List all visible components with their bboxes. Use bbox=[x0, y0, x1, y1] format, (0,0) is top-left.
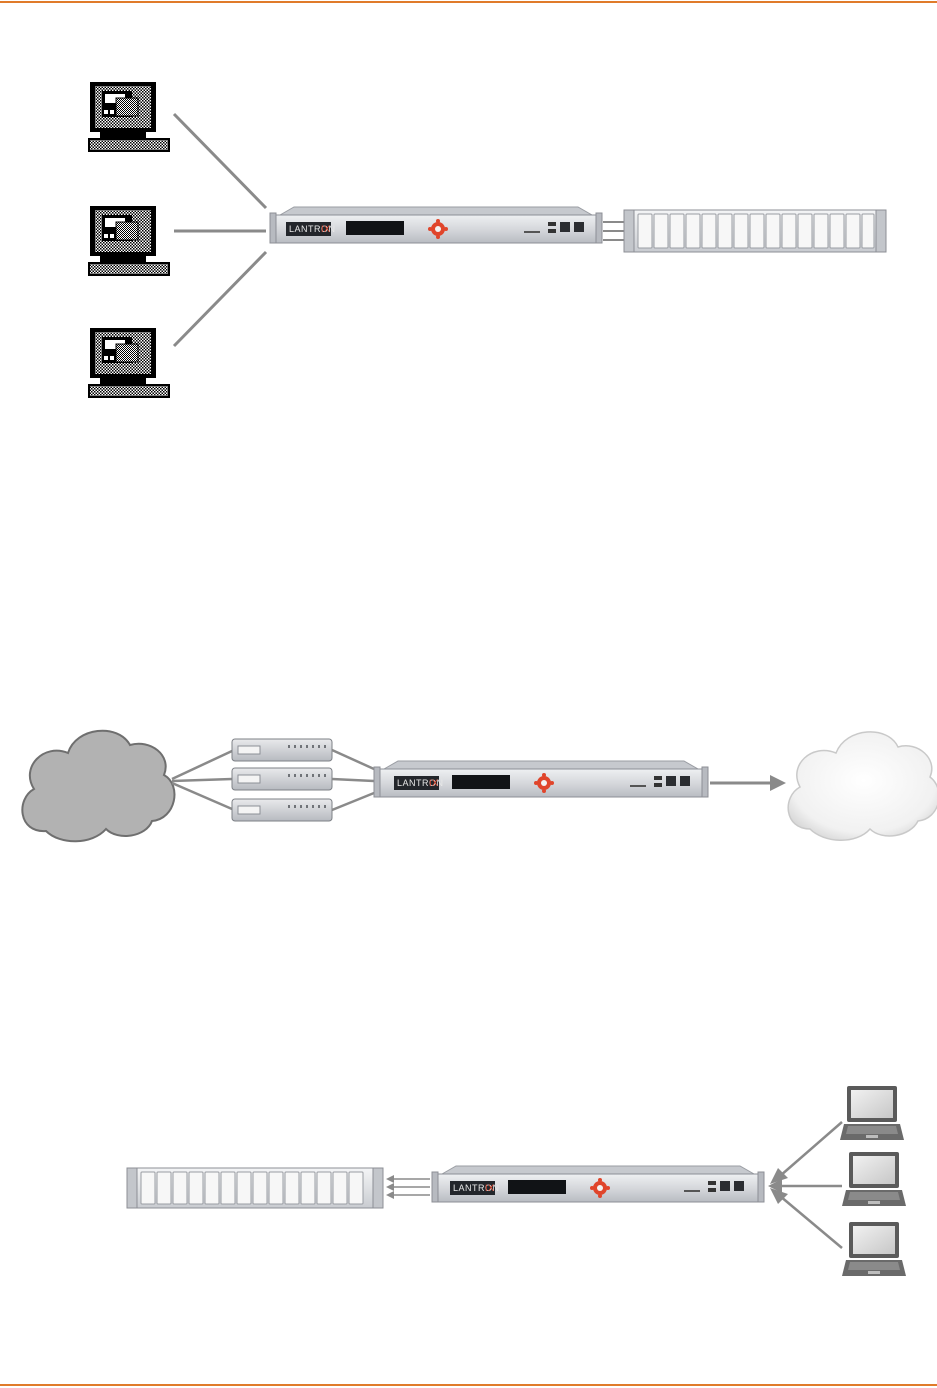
connector-line bbox=[174, 114, 266, 208]
arrow-icon bbox=[386, 1175, 430, 1199]
connector-line bbox=[172, 751, 232, 779]
diagram-terminals: LANTRON IX bbox=[0, 70, 937, 405]
patch-panel-icon bbox=[624, 210, 886, 252]
brand-logo-accent: IX bbox=[321, 224, 331, 234]
connector-line bbox=[332, 793, 374, 810]
connector-line bbox=[332, 779, 374, 781]
arrow-icon bbox=[770, 1122, 842, 1184]
console-server: LANTRON IX bbox=[432, 1166, 764, 1202]
laptop-icon bbox=[840, 1086, 904, 1140]
terminal-icon bbox=[88, 82, 170, 152]
laptop-icon bbox=[842, 1222, 906, 1276]
connector-line bbox=[174, 252, 266, 346]
connector-line bbox=[172, 783, 232, 809]
patch-panel-icon bbox=[127, 1168, 383, 1208]
arrow-icon bbox=[710, 775, 786, 791]
modem-icon bbox=[232, 799, 332, 821]
console-server: LANTRON IX bbox=[374, 761, 708, 797]
brand-logo-accent: IX bbox=[429, 778, 439, 788]
brand-logo-accent: IX bbox=[485, 1183, 495, 1193]
header-rule bbox=[0, 1, 937, 3]
footer-rule bbox=[0, 1384, 937, 1386]
console-server: LANTRON IX bbox=[270, 207, 602, 243]
arrow-icon bbox=[770, 1188, 842, 1248]
connector-line bbox=[172, 779, 232, 781]
arrow-icon bbox=[768, 1179, 842, 1193]
modem-icon bbox=[232, 739, 332, 761]
cloud-icon bbox=[788, 732, 937, 840]
laptop-icon bbox=[842, 1152, 906, 1206]
cloud-icon bbox=[22, 731, 174, 842]
modem-icon bbox=[232, 768, 332, 790]
diagram-laptops: LANTRON IX bbox=[0, 1080, 937, 1285]
terminal-icon bbox=[88, 206, 170, 276]
diagram-network: LANTRON IX bbox=[0, 715, 937, 850]
connector-line bbox=[332, 750, 374, 769]
terminal-icon bbox=[88, 328, 170, 398]
